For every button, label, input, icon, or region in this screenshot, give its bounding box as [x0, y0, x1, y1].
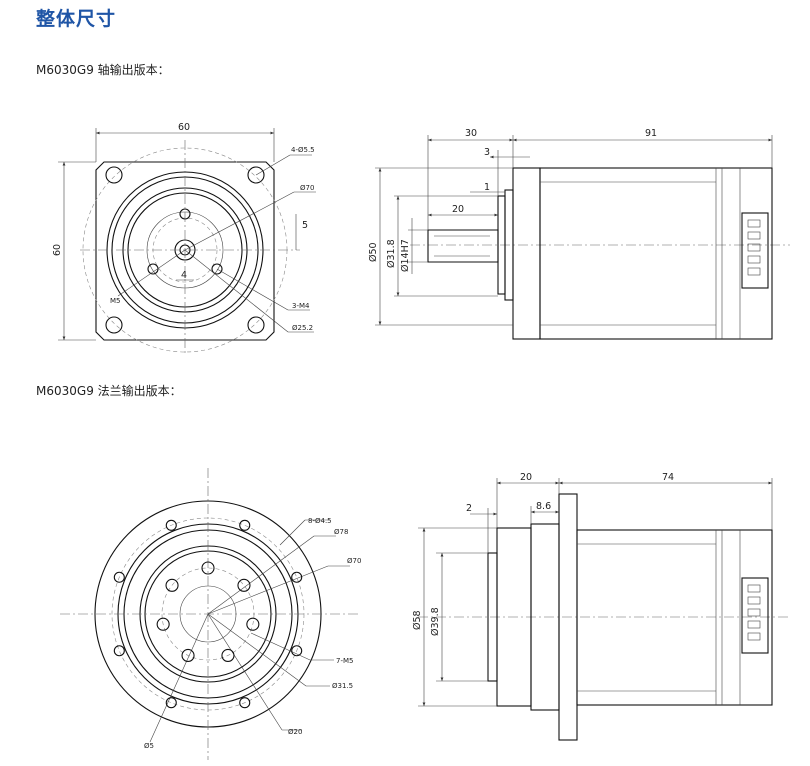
thread-hole: [181, 648, 195, 662]
flange-front-view: 8-Ø4.5 Ø78 Ø70 7-M5 Ø31.5 Ø5 Ø20: [60, 468, 361, 760]
label-thread-7m5: 7-M5: [336, 657, 353, 665]
section-label-shaft: M6030G9 轴输出版本：: [36, 63, 170, 77]
section-label-flange: M6030G9 法兰输出版本：: [36, 384, 182, 398]
dim-fl-motor-len: 74: [662, 472, 674, 483]
flange-holes: [113, 519, 303, 709]
label-pcd31: Ø31.5: [332, 682, 353, 690]
dim-side-dia31: Ø31.8: [386, 239, 397, 268]
label-boss: Ø25.2: [292, 324, 313, 332]
shaft-front-view: 60 60 4-Ø5.5 Ø70 5 4 M5 3-M4 Ø25.2: [52, 122, 316, 356]
label-thread-holes: 3-M4: [292, 302, 310, 310]
label-pcd: Ø70: [300, 184, 314, 192]
dim-side-1: 1: [484, 182, 490, 193]
label-dia20: Ø20: [288, 728, 302, 736]
page-title: 整体尺寸: [36, 8, 117, 30]
thread-hole: [237, 578, 251, 592]
outer-bolt-hole: [165, 519, 177, 531]
dim-fl-flange-len: 20: [520, 472, 532, 483]
dim-side-dia14: Ø14H7: [400, 239, 411, 272]
dim-side-dia50: Ø50: [368, 242, 379, 262]
label-thread-center: M5: [110, 297, 121, 305]
thread-hole: [156, 617, 170, 631]
outer-bolt-hole: [291, 645, 303, 657]
dim-side-3: 3: [484, 147, 490, 158]
label-pcd70: Ø70: [347, 557, 361, 565]
outer-bolt-hole: [239, 519, 251, 531]
shaft-side-view: 30 91 3 1 20 Ø50 Ø31.8 Ø14H7: [368, 128, 790, 340]
thread-hole: [221, 648, 235, 662]
outer-bolt-hole: [291, 571, 303, 583]
dim-side-flange-len: 30: [465, 128, 477, 139]
dim-side-shaft-len: 20: [452, 204, 464, 215]
flange-side-view: 20 74 2 8.6 Ø58 Ø39.8: [412, 472, 790, 741]
thread-hole: [201, 561, 215, 575]
dim-front-height: 60: [52, 244, 63, 256]
label-holes-8x45: 8-Ø4.5: [308, 517, 332, 525]
outer-bolt-hole: [113, 645, 125, 657]
thread-hole: [165, 578, 179, 592]
thread-hole: [246, 617, 260, 631]
dim-side-motor-len: 91: [645, 128, 657, 139]
outer-bolt-hole: [165, 697, 177, 709]
dim-front-width: 60: [178, 122, 190, 133]
outer-bolt-hole: [239, 697, 251, 709]
dim-fl-dia58: Ø58: [412, 610, 423, 630]
dim-fl-8-6: 8.6: [536, 501, 551, 512]
label-pcd78: Ø78: [334, 528, 348, 536]
dim-offset: 5: [302, 220, 308, 231]
dim-spacing: 4: [181, 270, 187, 281]
label-dia5: Ø5: [144, 742, 154, 750]
dim-fl-dia39: Ø39.8: [430, 607, 441, 636]
dim-fl-2: 2: [466, 503, 472, 514]
outer-bolt-hole: [113, 571, 125, 583]
label-holes: 4-Ø5.5: [291, 146, 315, 154]
